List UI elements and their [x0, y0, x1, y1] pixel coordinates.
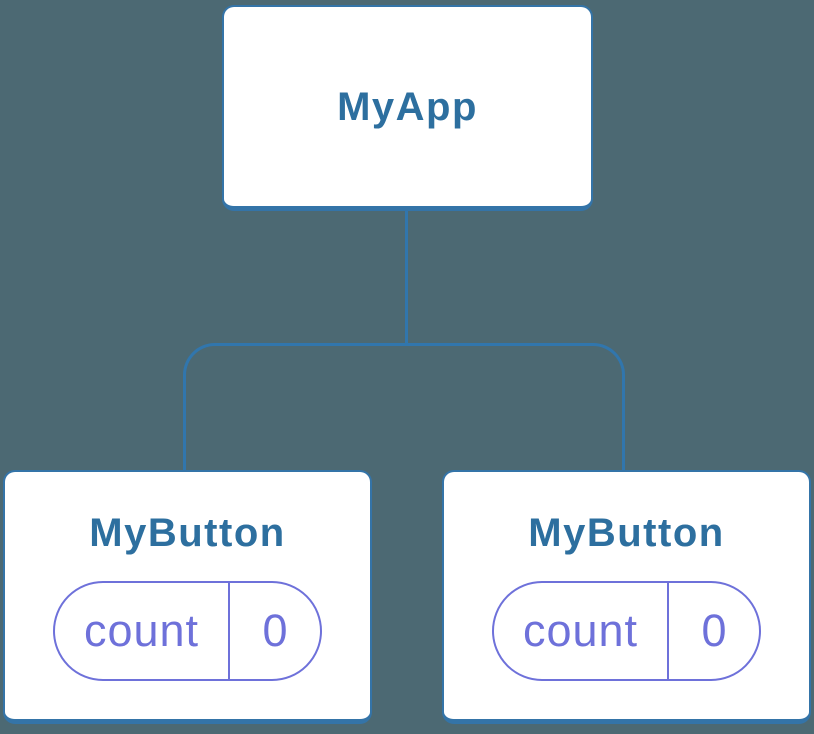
component-title: MyButton [528, 510, 725, 555]
state-value: 0 [667, 582, 759, 679]
component-card-myapp: MyApp [222, 5, 593, 211]
state-value: 0 [228, 582, 320, 679]
state-pill: count 0 [492, 580, 761, 681]
component-title: MyButton [89, 510, 286, 555]
state-label: count [83, 604, 200, 656]
connector-bracket [183, 343, 625, 471]
component-title: MyApp [337, 84, 478, 129]
component-card-mybutton-left: MyButton count 0 [3, 470, 372, 724]
state-label: count [522, 604, 639, 656]
component-card-mybutton-right: MyButton count 0 [442, 470, 811, 724]
state-pill: count 0 [53, 580, 322, 681]
connector-stem [405, 209, 408, 345]
